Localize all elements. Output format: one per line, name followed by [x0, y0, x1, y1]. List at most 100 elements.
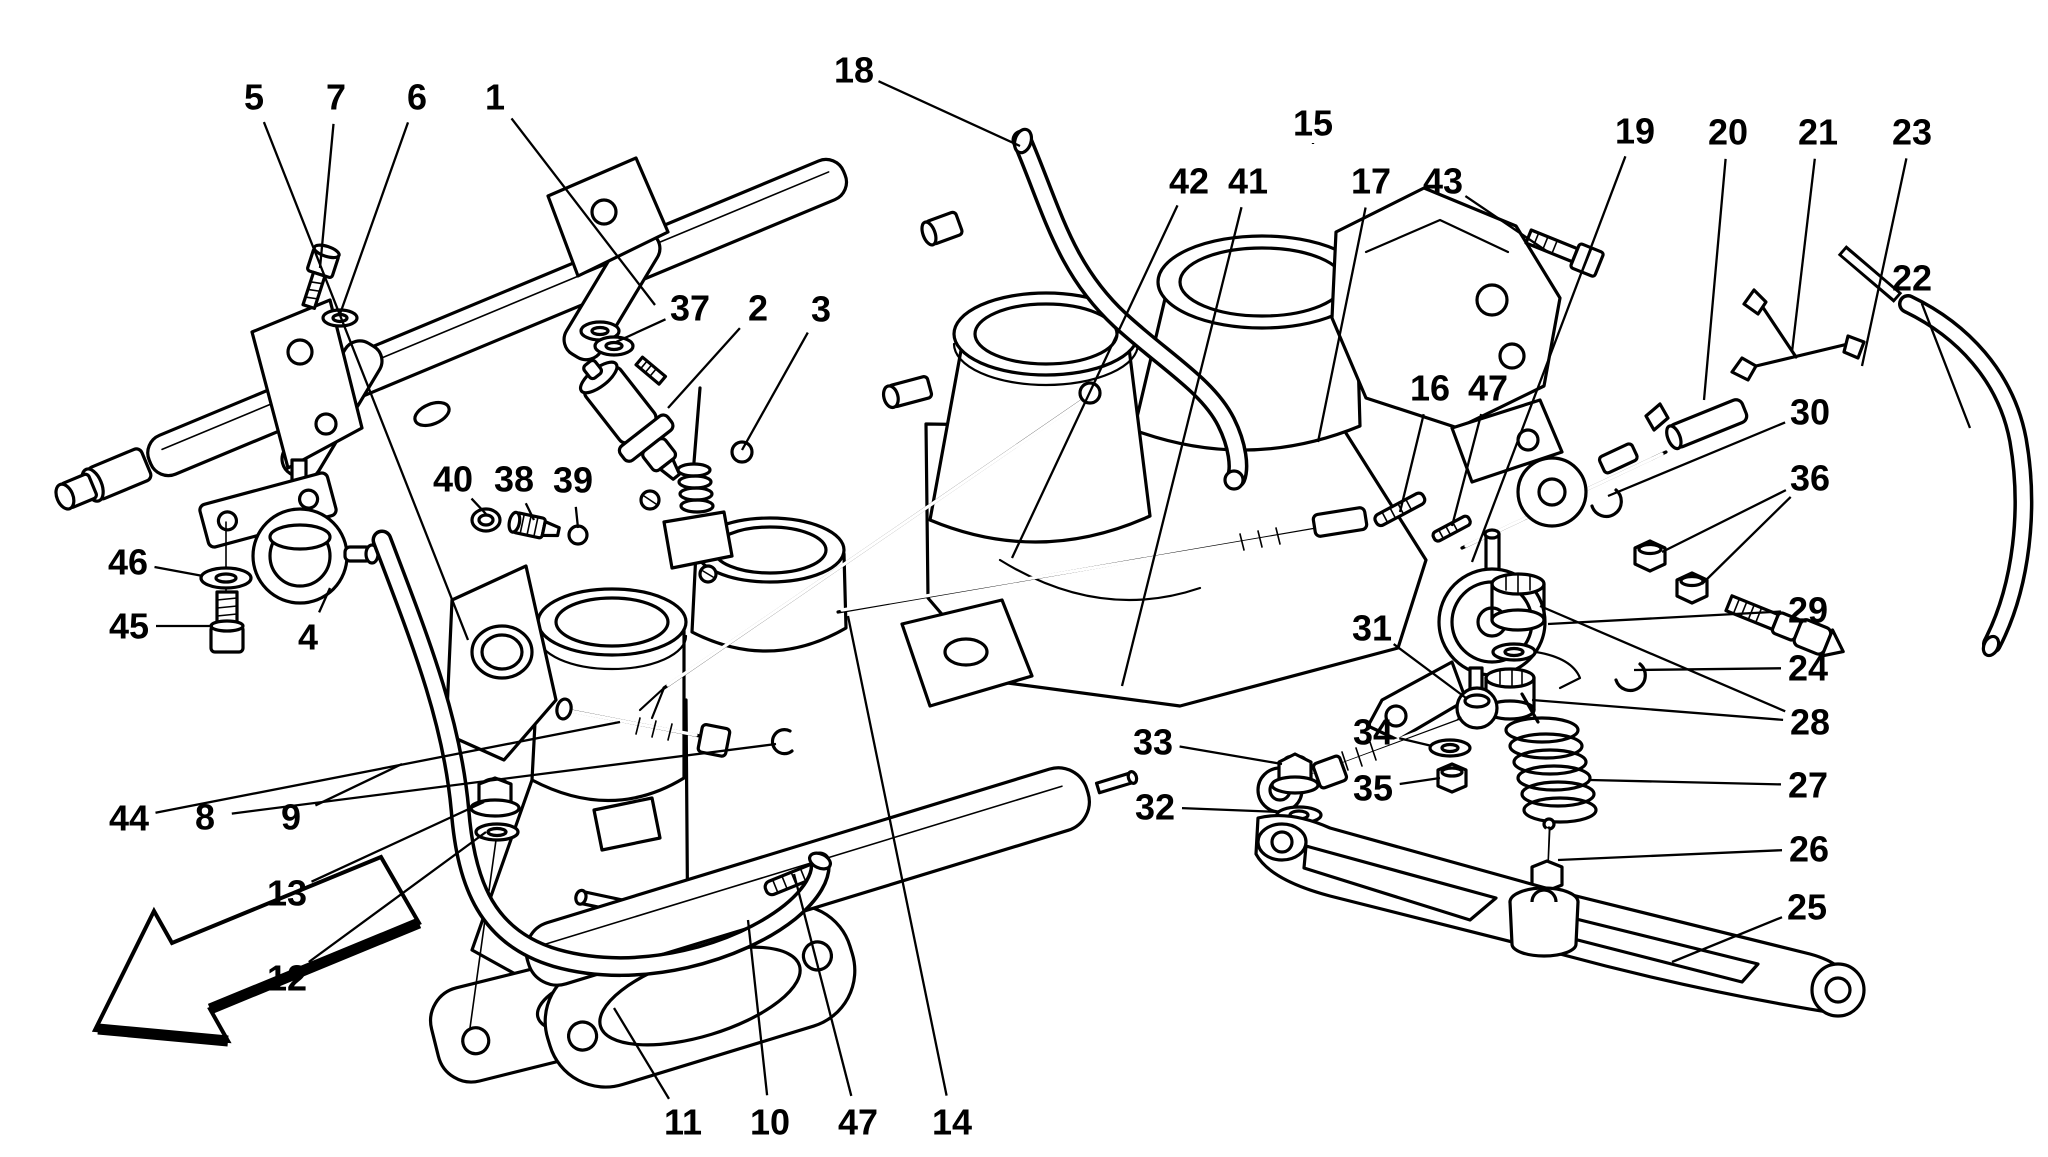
callout-26: 26 — [1789, 829, 1829, 870]
callout-44: 44 — [109, 798, 149, 839]
callout-12: 12 — [267, 958, 307, 999]
callout-4: 4 — [298, 617, 318, 658]
throttle-link-rod-14 — [638, 381, 1102, 720]
callout-16: 16 — [1410, 368, 1450, 409]
leader-line-7 — [318, 123, 335, 269]
callout-20: 20 — [1708, 112, 1748, 153]
leader-line-2 — [667, 327, 741, 409]
leader-line-5 — [262, 121, 470, 641]
callout-1: 1 — [485, 77, 505, 118]
rail-bracket-left — [250, 298, 364, 470]
callout-31: 31 — [1352, 608, 1392, 649]
hose-22 — [1837, 245, 2034, 658]
leader-line-30 — [1607, 421, 1786, 498]
snap-ring-30 — [1590, 488, 1623, 519]
leader-line-41 — [1120, 206, 1243, 687]
callout-21: 21 — [1798, 112, 1838, 153]
flange-nut-33 — [1270, 752, 1320, 795]
ball-joint-tie-rod-31 — [1256, 666, 1499, 814]
callout-15: 15 — [1293, 103, 1333, 144]
callout-17: 17 — [1351, 161, 1391, 202]
bushing-40 — [470, 507, 502, 533]
throttle-link-rod-b — [836, 506, 1369, 614]
callout-24: 24 — [1788, 648, 1828, 689]
leader-line-42 — [1010, 204, 1179, 559]
callout-18: 18 — [834, 50, 874, 91]
callout-13: 13 — [267, 873, 307, 914]
leader-line-22 — [1920, 302, 1972, 429]
leader-line-33 — [1179, 745, 1283, 766]
o-ring-39 — [567, 524, 589, 546]
rail-end-fitting — [54, 447, 153, 511]
leader-line-44 — [155, 720, 621, 814]
leader-line-47 — [1450, 413, 1483, 527]
leader-line-36 — [1661, 489, 1787, 554]
leader-line-29 — [1547, 610, 1782, 626]
leader-line-26 — [1557, 849, 1783, 862]
leader-line-20 — [1702, 158, 1727, 401]
spacer-tube-20 — [1665, 398, 1749, 451]
leader-line-17 — [1316, 207, 1367, 443]
washer-46 — [199, 566, 253, 590]
leader-line-24 — [1633, 667, 1782, 672]
callout-6: 6 — [407, 77, 427, 118]
o-ring-3 — [730, 440, 754, 464]
leader-line-40 — [470, 497, 487, 515]
idle-spring-linkage — [639, 386, 734, 584]
callout-9: 9 — [281, 797, 301, 838]
leader-line-21 — [1790, 158, 1816, 353]
callout-22: 22 — [1892, 258, 1932, 299]
leader-line-14 — [846, 615, 948, 1096]
direction-arrow — [91, 854, 422, 1047]
control-arm-25 — [1254, 813, 1866, 1018]
callout-3: 3 — [811, 289, 831, 330]
callout-2: 2 — [748, 288, 768, 329]
callout-27: 27 — [1788, 765, 1828, 806]
t-rod-21 — [1644, 288, 1866, 432]
leader-line-6 — [338, 122, 410, 315]
leader-line-23 — [1860, 158, 1908, 367]
callout-29: 29 — [1788, 590, 1828, 631]
callout-19: 19 — [1615, 111, 1655, 152]
leader-line-47 — [792, 873, 853, 1097]
callout-11: 11 — [664, 1102, 702, 1143]
c-clip-8 — [770, 728, 794, 756]
callout-40: 40 — [433, 459, 473, 500]
callout-7: 7 — [326, 77, 346, 118]
leader-line-9 — [314, 762, 403, 807]
throttle-position-sensor-17 — [1330, 186, 1564, 484]
leader-line-10 — [746, 919, 769, 1096]
stud-47-upper — [1431, 514, 1472, 543]
hose-18 — [1011, 127, 1249, 491]
callout-36: 36 — [1790, 458, 1830, 499]
leader-line-28 — [1539, 604, 1786, 713]
callout-37: 37 — [670, 288, 710, 329]
callout-43: 43 — [1423, 161, 1463, 202]
callout-30: 30 — [1790, 392, 1830, 433]
washer-12 — [469, 822, 520, 1029]
leader-line-46 — [154, 565, 204, 578]
rail-bracket-right — [546, 156, 670, 278]
callout-46: 46 — [108, 542, 148, 583]
leader-line-28 — [1531, 698, 1784, 722]
callout-42: 42 — [1169, 161, 1209, 202]
banjo-bolt-44 — [555, 697, 732, 758]
leader-line-1 — [510, 117, 656, 306]
spring-27 — [1504, 692, 1598, 824]
leader-lines — [154, 80, 1972, 1100]
callout-47: 47 — [1468, 368, 1508, 409]
leader-line-4 — [318, 587, 332, 613]
injector-2 — [578, 358, 682, 481]
callout-33: 33 — [1133, 722, 1173, 763]
callout-35: 35 — [1353, 768, 1393, 809]
callout-39: 39 — [553, 460, 593, 501]
callout-5: 5 — [244, 77, 264, 118]
callout-45: 45 — [109, 606, 149, 647]
nut-35 — [1436, 762, 1468, 794]
washer-34 — [1428, 738, 1472, 758]
callout-23: 23 — [1892, 112, 1932, 153]
leader-line-13 — [311, 800, 485, 883]
leader-line-19 — [1470, 155, 1627, 563]
